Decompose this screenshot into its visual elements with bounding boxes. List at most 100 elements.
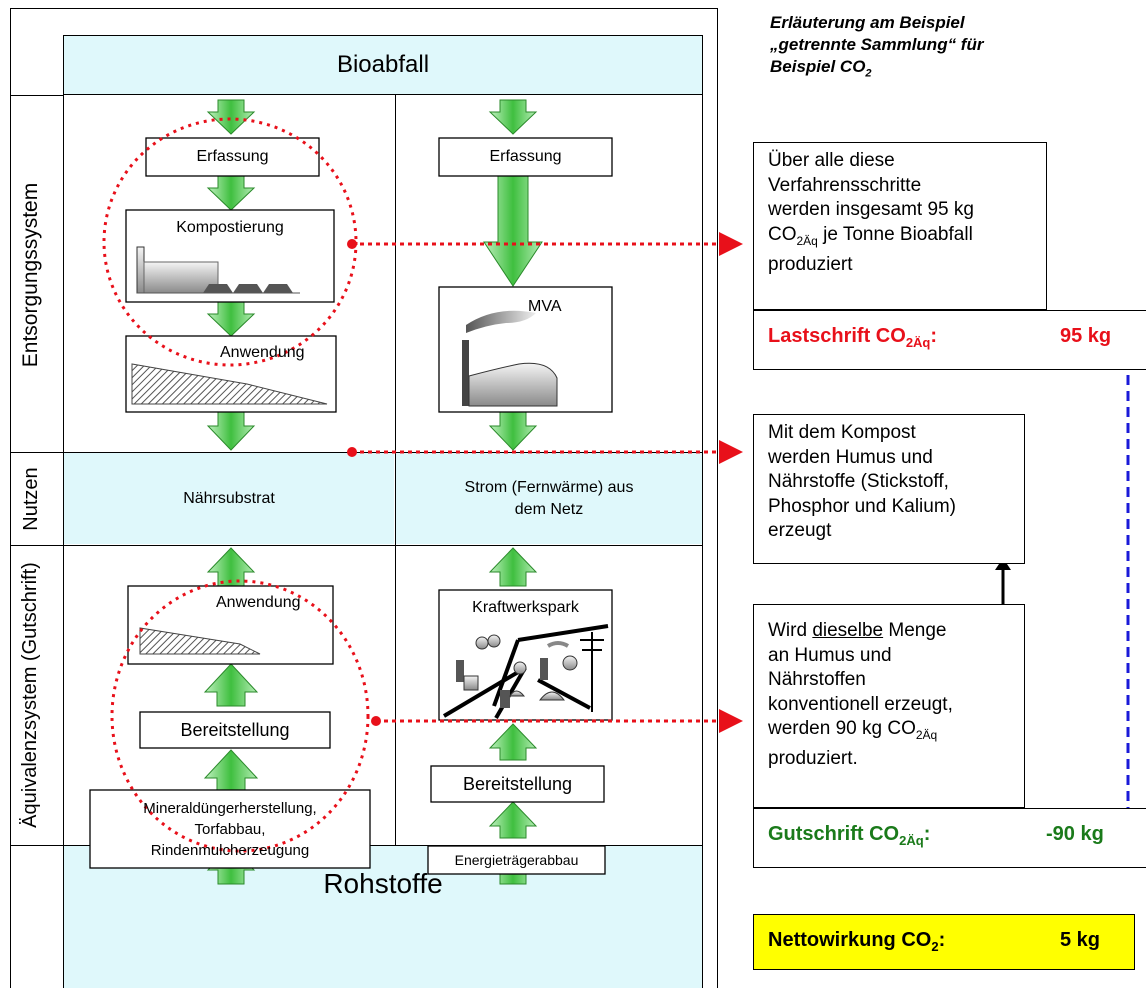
up-arrow-icon bbox=[488, 723, 538, 761]
lastschrift-value-text: 95 kg bbox=[1060, 325, 1112, 347]
box1-line-5: produziert bbox=[768, 253, 853, 275]
bereitstellung-box-left bbox=[139, 711, 331, 749]
lastschrift-pre: Lastschrift CO bbox=[768, 325, 906, 347]
diagram-frame bbox=[10, 8, 718, 988]
netto-pre: Nettowirkung CO bbox=[768, 929, 932, 951]
mineral-line-1: Mineraldüngerherstellung, bbox=[143, 799, 317, 817]
up-arrow-icon bbox=[203, 663, 259, 707]
netto-post: : bbox=[938, 929, 946, 951]
box3-line-1: Wird dieselbe Menge bbox=[768, 619, 1010, 644]
strom-line-1: Strom (Fernwärme) aus bbox=[464, 478, 634, 496]
box1-rest: je Tonne Bioabfall bbox=[817, 223, 973, 245]
header-note-line-1: Erläuterung am Beispiel bbox=[770, 13, 965, 32]
down-arrow-icon bbox=[206, 411, 256, 451]
box1-line-1: Über alle diese bbox=[768, 150, 895, 171]
down-arrow-icon bbox=[483, 175, 543, 287]
header-note-line-3: Beispiel CO2 bbox=[770, 56, 1130, 84]
header-note-line-2: „getrennte Sammlung“ für bbox=[770, 35, 984, 54]
row-line-top bbox=[10, 95, 63, 96]
kompostierung-label: Kompostierung bbox=[126, 214, 334, 242]
gutschrift-pre: Gutschrift CO bbox=[768, 823, 900, 845]
lastschrift-label: Lastschrift CO2Äq: bbox=[768, 325, 937, 350]
netto-label: Nettowirkung CO2: bbox=[768, 929, 945, 954]
box3-sub: 2Äq bbox=[915, 727, 938, 742]
erfassung-box-right bbox=[438, 137, 613, 177]
column-area bbox=[63, 95, 703, 845]
field-hatch-icon bbox=[139, 627, 261, 655]
box3-post: Menge bbox=[883, 620, 947, 641]
netto-box: Nettowirkung CO2: 5 kg bbox=[753, 914, 1135, 970]
gutschrift-label: Gutschrift CO2Äq: bbox=[768, 823, 930, 848]
erfassung-text-left: Erfassung bbox=[196, 148, 269, 165]
gutschrift-post: : bbox=[923, 823, 931, 845]
connector-arrow-2 bbox=[347, 440, 743, 464]
mineral-line-2: Torfabbau, bbox=[194, 820, 266, 838]
up-arrow-icon bbox=[488, 547, 538, 587]
box3-line-5: werden 90 kg CO2Äq bbox=[768, 717, 1010, 747]
connector-arrow-3 bbox=[371, 709, 743, 733]
row-line-bottom bbox=[10, 845, 63, 846]
gutschrift-box: Gutschrift CO2Äq: -90 kg bbox=[753, 808, 1146, 868]
bereitstellung-label-right: Bereitstellung bbox=[431, 766, 604, 802]
bereitstellung-label-left: Bereitstellung bbox=[140, 712, 330, 748]
kraftwerkspark-box bbox=[438, 589, 613, 721]
lastschrift-post: : bbox=[930, 325, 938, 347]
kraftwerkspark-label: Kraftwerkspark bbox=[439, 596, 612, 620]
box2-line-2: werden Humus und bbox=[768, 446, 933, 468]
strom-cell: Strom (Fernwärme) aus dem Netz bbox=[396, 453, 702, 544]
up-arrow-icon bbox=[488, 801, 538, 839]
box2-line-5: erzeugt bbox=[768, 520, 832, 541]
gutschrift-value: -90 kg bbox=[1046, 823, 1104, 846]
energietraeger-text: Energieträgerabbau bbox=[454, 852, 579, 868]
mineral-line-3: Rindenmulcherzeugung bbox=[150, 841, 310, 859]
box2-line-1: Mit dem Kompost bbox=[768, 422, 916, 443]
down-arrow-icon bbox=[488, 99, 538, 135]
erfassung-label-left: Erfassung bbox=[146, 138, 319, 176]
rohstoffe-label: Rohstoffe bbox=[323, 868, 443, 899]
header-note: Erläuterung am Beispiel „getrennte Samml… bbox=[770, 12, 1130, 84]
bioabfall-band: Bioabfall bbox=[63, 35, 703, 95]
bioabfall-label: Bioabfall bbox=[336, 51, 430, 78]
box3-line-2: an Humus und bbox=[768, 644, 892, 666]
box1-co2: CO bbox=[768, 223, 797, 245]
netto-value: 5 kg bbox=[1060, 929, 1100, 952]
mva-label: MVA bbox=[528, 298, 588, 320]
down-arrow-icon bbox=[206, 99, 256, 135]
lastschrift-value: 95 kg bbox=[1060, 325, 1111, 348]
box3-line-6: produziert. bbox=[768, 748, 858, 770]
box3-line-4: konventionell erzeugt, bbox=[768, 693, 953, 715]
netto-sub: 2 bbox=[931, 939, 939, 954]
energietraeger-box bbox=[427, 845, 606, 875]
erfassung-box-left bbox=[145, 137, 320, 177]
anwendung-text-bottom: Anwendung bbox=[216, 594, 301, 611]
compost-plant-icon bbox=[136, 246, 300, 294]
field-hatch-icon bbox=[131, 363, 328, 405]
kompostierung-text: Kompostierung bbox=[176, 219, 284, 236]
box2-line-3: Nährstoffe (Stickstoff, bbox=[768, 471, 949, 492]
mineral-box bbox=[89, 789, 371, 869]
mva-text: MVA bbox=[528, 298, 562, 315]
anwendung-label-top: Anwendung bbox=[220, 344, 340, 368]
box3-pre: Wird bbox=[768, 620, 813, 641]
bereitstellung-box-right bbox=[430, 765, 605, 803]
box1-line-4: CO2Äq je Tonne Bioabfall bbox=[768, 223, 1032, 253]
box1-line-3: werden insgesamt 95 kg bbox=[768, 199, 974, 220]
naehrsubstrat-cell: Nährsubstrat bbox=[64, 453, 394, 544]
strom-line-2: dem Netz bbox=[514, 500, 584, 518]
naehrsubstrat-label: Nährsubstrat bbox=[183, 489, 275, 507]
anwendung-text-top: Anwendung bbox=[220, 344, 305, 361]
down-arrow-icon bbox=[206, 175, 256, 211]
anwendung-label-bottom: Anwendung bbox=[216, 594, 336, 616]
box2-line-4: Phosphor und Kalium) bbox=[768, 495, 956, 517]
lastschrift-sub: 2Äq bbox=[905, 335, 931, 350]
explanation-box-1: Über alle diese Verfahrensschritte werde… bbox=[753, 142, 1047, 310]
header-note-co2: Beispiel CO bbox=[770, 57, 866, 76]
mineral-label: Mineraldüngerherstellung, Torfabbau, Rin… bbox=[90, 790, 370, 868]
highlight-ellipse-bottom bbox=[110, 579, 370, 853]
box3-co2: werden 90 kg CO bbox=[768, 718, 916, 739]
lastschrift-box: Lastschrift CO2Äq: 95 kg bbox=[753, 310, 1146, 370]
box1-sub: 2Äq bbox=[796, 233, 818, 248]
column-divider bbox=[395, 95, 396, 845]
up-arrow-icon bbox=[203, 749, 259, 791]
